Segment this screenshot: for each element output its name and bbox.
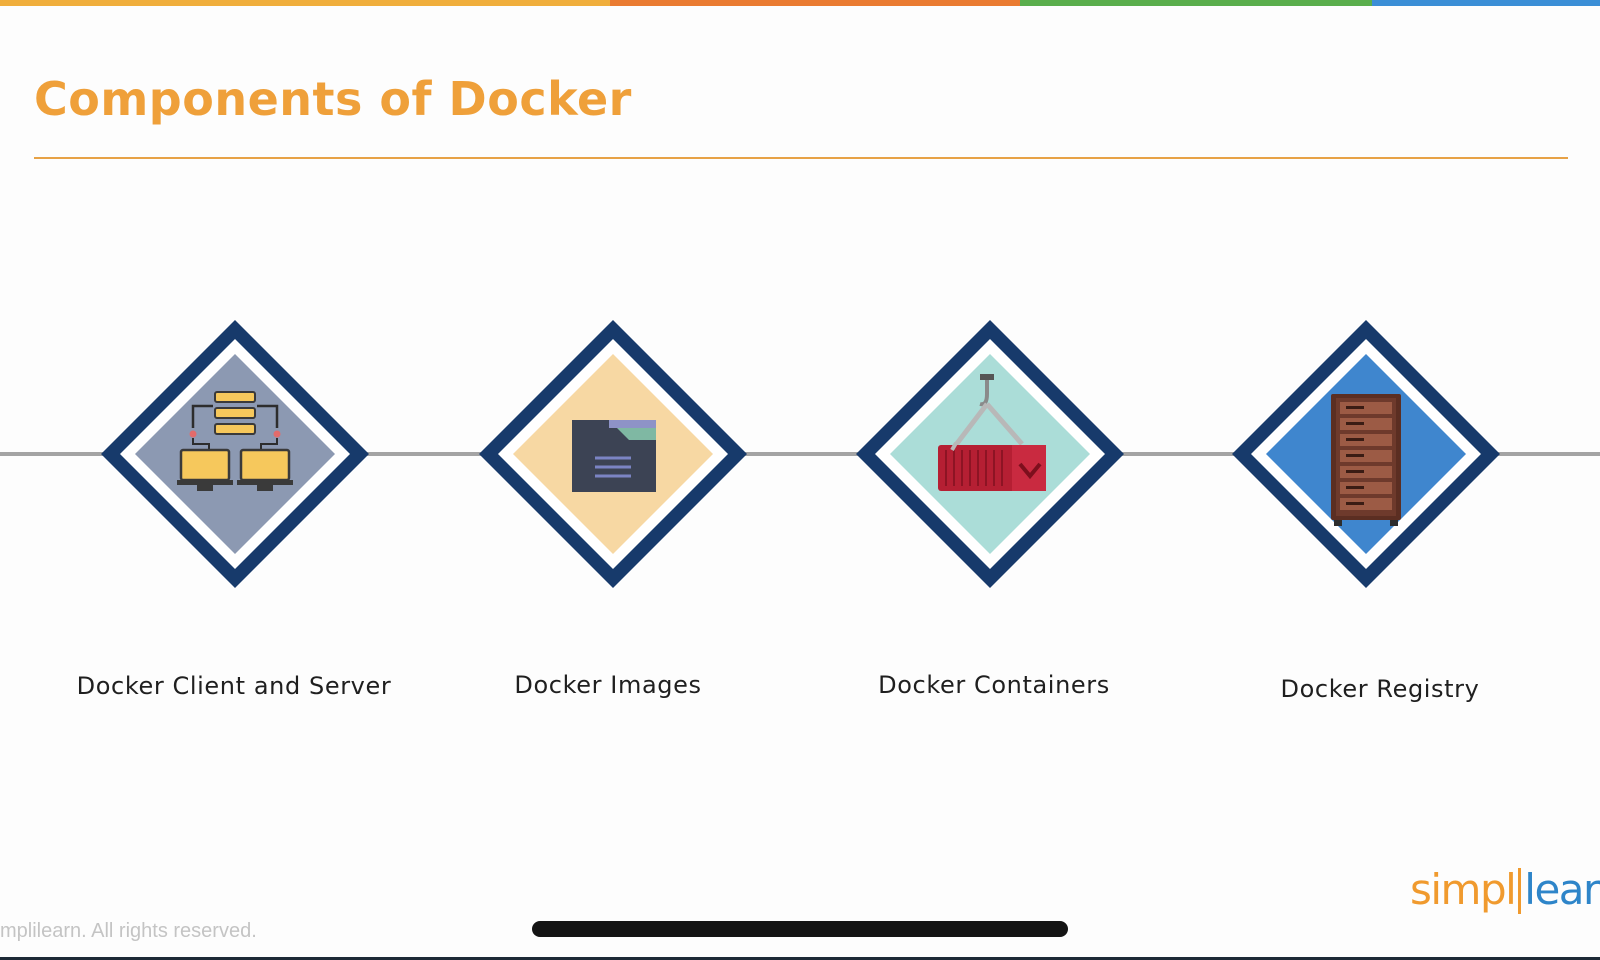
copyright-text: mplilearn. All rights reserved. [0,920,257,942]
top-bar-blue [1372,0,1600,6]
logo-part-simpl: simpl [1410,865,1517,914]
logo-part-learn: learn [1524,865,1600,914]
component-docker-registry [1228,316,1504,592]
logo-divider [1518,868,1522,914]
docker-image-icon [572,420,656,492]
client-server-diamond [101,320,369,588]
simplilearn-logo: simpllearn [1410,868,1600,914]
top-bar-green [1020,0,1372,6]
timeline-line [0,452,1600,456]
slide-title: Components of Docker [34,72,632,126]
title-underline [34,157,1568,159]
shipping-container-icon [938,374,1046,491]
component-label-registry: Docker Registry [1280,675,1480,703]
docker-images-diamond [479,320,747,588]
top-bar-yellow [0,0,610,6]
component-label-containers: Docker Containers [878,671,1110,699]
component-label-images: Docker Images [514,671,702,699]
docker-containers-diamond [856,320,1124,588]
docker-registry-diamond [1232,320,1500,588]
bottom-edge [0,957,1600,960]
server-rack-icon [1331,394,1401,526]
top-color-bar [0,0,1600,6]
client-server-icon [177,391,293,491]
home-indicator[interactable] [532,921,1068,937]
component-label-client-server: Docker Client and Server [76,672,392,700]
component-docker-client-server [97,316,373,592]
component-docker-images [475,316,751,592]
component-docker-containers [852,316,1128,592]
top-bar-orange [610,0,1020,6]
